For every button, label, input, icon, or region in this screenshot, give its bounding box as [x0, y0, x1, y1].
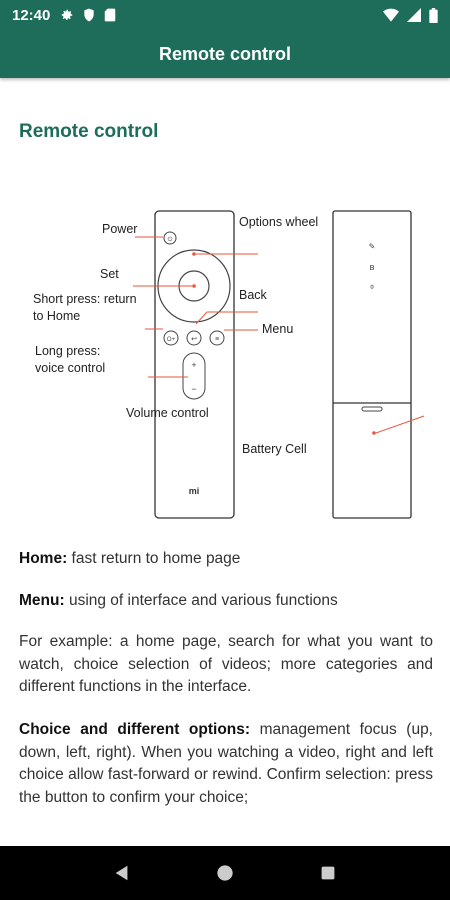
- label-long-press-1: Long press:: [35, 344, 100, 358]
- shield-icon: [83, 8, 95, 22]
- back-button: [186, 330, 202, 346]
- term-menu: Menu:: [19, 592, 65, 609]
- svg-text:≡: ≡: [215, 336, 219, 343]
- svg-text:+: +: [191, 360, 196, 370]
- label-volume-control: Volume control: [126, 406, 209, 420]
- label-menu: Menu: [262, 322, 293, 336]
- text-menu: using of interface and various functions: [64, 592, 338, 609]
- recents-icon: [321, 866, 335, 880]
- content-area[interactable]: Remote control ⏻ O+ ↩ ≡ + − mi ✎: [0, 78, 450, 846]
- nav-back-button[interactable]: [102, 853, 142, 893]
- status-time: 12:40: [12, 6, 51, 24]
- gear-icon: [60, 8, 74, 22]
- remote-front-body: [154, 210, 235, 519]
- svg-text:↩: ↩: [191, 336, 197, 343]
- label-options-wheel: Options wheel: [239, 215, 318, 229]
- page-heading: Remote control: [19, 121, 159, 142]
- status-icons-right: [383, 7, 438, 23]
- home-button: [163, 330, 179, 346]
- label-short-press-2: to Home: [33, 309, 80, 323]
- paragraph-choice: Choice and different options: management…: [19, 719, 433, 809]
- volume-rocker: [182, 352, 206, 400]
- battery-icon: [429, 7, 438, 23]
- svg-text:ʙ: ʙ: [370, 262, 375, 272]
- remote-back-body: [332, 210, 412, 519]
- label-back: Back: [239, 288, 268, 302]
- status-bar: 12:40: [0, 0, 450, 30]
- label-battery-cell: Battery Cell: [242, 442, 307, 456]
- paragraph-home: Home: fast return to home page: [19, 548, 433, 571]
- label-power: Power: [102, 222, 137, 236]
- signal-icon: [407, 8, 421, 22]
- label-set: Set: [100, 267, 119, 281]
- svg-text:O+: O+: [167, 337, 176, 343]
- sd-card-icon: [104, 8, 116, 22]
- power-button: [163, 231, 177, 245]
- paragraph-example: For example: a home page, search for wha…: [19, 631, 433, 699]
- svg-text:✎: ✎: [369, 242, 376, 251]
- app-title: Remote control: [158, 43, 291, 64]
- paragraph-menu: Menu: using of interface and various fun…: [19, 590, 433, 613]
- label-short-press-1: Short press: return: [33, 292, 137, 306]
- app-bar: Remote control: [0, 30, 450, 78]
- text-example: For example: a home page, search for wha…: [19, 633, 433, 695]
- wifi-icon: [383, 8, 399, 22]
- svg-text:−: −: [191, 384, 196, 394]
- remote-diagram: ⏻ O+ ↩ ≡ + − mi ✎ ʙ ⌽: [0, 206, 450, 526]
- svg-text:⏻: ⏻: [168, 236, 173, 243]
- svg-text:⌽: ⌽: [370, 282, 375, 291]
- home-icon: [217, 865, 233, 881]
- status-icons-left: [60, 8, 116, 22]
- nav-recents-button[interactable]: [308, 853, 348, 893]
- navigation-bar: [0, 846, 450, 900]
- menu-button: [209, 330, 225, 346]
- term-choice: Choice and different options:: [19, 721, 251, 738]
- text-choice: management focus (up, down, left, right)…: [19, 721, 433, 806]
- nav-home-button[interactable]: [205, 853, 245, 893]
- text-home: fast return to home page: [67, 550, 241, 567]
- back-icon: [115, 865, 128, 881]
- term-home: Home:: [19, 550, 68, 567]
- brand-logo: mi: [189, 486, 200, 496]
- label-long-press-2: voice control: [35, 361, 105, 375]
